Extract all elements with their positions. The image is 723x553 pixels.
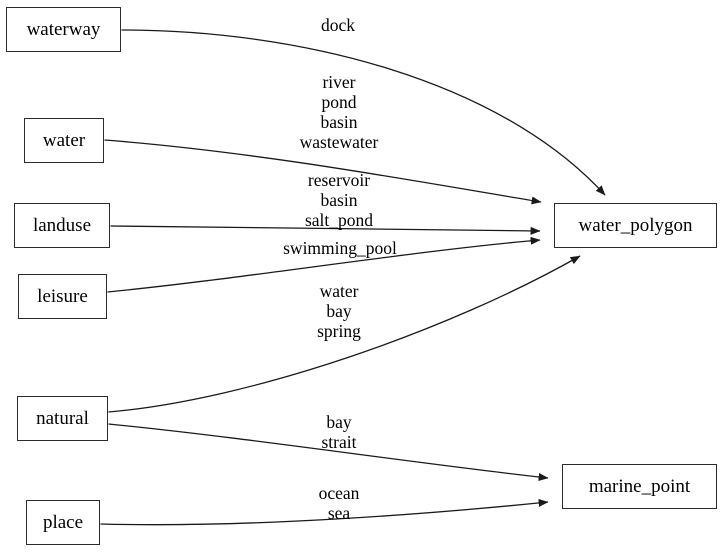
edge-waterway-water_polygon (121, 29, 606, 196)
edge-natural-water_polygon (108, 255, 581, 413)
node-water[interactable]: water (24, 118, 104, 163)
node-landuse[interactable]: landuse (14, 203, 110, 248)
edge-natural-marine_point (108, 423, 549, 481)
edge-place-marine_point (100, 498, 549, 526)
node-water-polygon[interactable]: water_polygon (554, 203, 717, 248)
node-waterway[interactable]: waterway (6, 7, 121, 52)
edge-water-water_polygon (104, 139, 542, 205)
edge-landuse-water_polygon (110, 225, 541, 235)
node-leisure[interactable]: leisure (18, 274, 107, 319)
node-place[interactable]: place (26, 500, 100, 545)
node-marine-point[interactable]: marine_point (562, 464, 717, 509)
node-natural[interactable]: natural (17, 396, 108, 441)
edge-leisure-water_polygon (107, 236, 541, 293)
